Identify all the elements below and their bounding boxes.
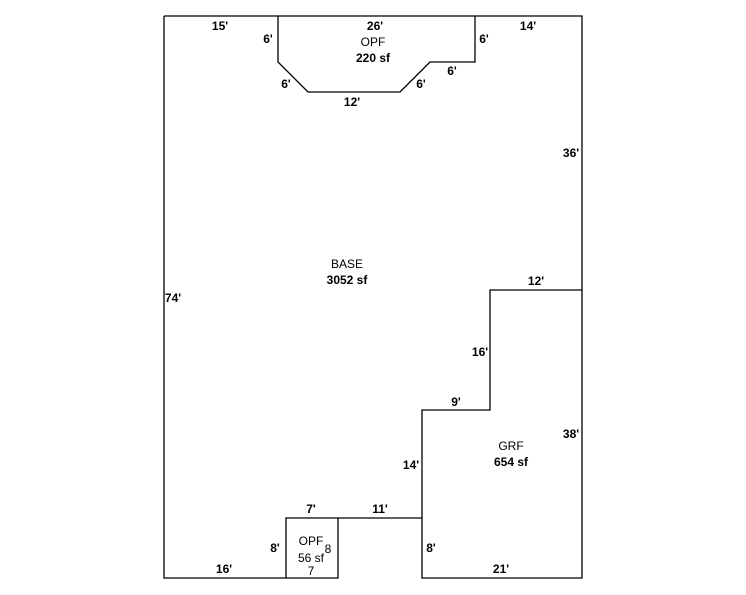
grf-area: 654 sf [494, 455, 529, 469]
opf-top-area: 220 sf [356, 51, 391, 65]
dimension-labels: 15' 26' 14' 6' 6' 6' 12' 6' 6' 36' 74' 1… [165, 19, 579, 576]
dim-grf-left-lower: 8' [426, 541, 436, 555]
dim-grf-top: 12' [528, 274, 544, 288]
dim-opf-bottom: 12' [344, 95, 360, 109]
opf-top-name: OPF [361, 35, 386, 49]
dim-opf-left: 6' [263, 32, 273, 46]
dim-right-upper: 36' [563, 146, 579, 160]
opf-small-side-bottom: 7 [308, 564, 315, 578]
dim-grf-step-horiz: 9' [451, 395, 461, 409]
dim-bottom-left: 16' [216, 562, 232, 576]
dim-top-opf: 26' [367, 19, 383, 33]
base-name: BASE [331, 257, 363, 271]
dim-grf-left-upper: 14' [403, 458, 419, 472]
dim-base-notch: 11' [372, 502, 388, 516]
opf-small-area: 56 sf [298, 551, 325, 565]
dim-grf-bottom: 21' [493, 562, 509, 576]
opf-small-name: OPF [299, 534, 324, 548]
dim-opf-step: 6' [447, 64, 457, 78]
base-outline [164, 15, 583, 579]
grf-name: GRF [498, 439, 523, 453]
dim-opf-right: 6' [479, 32, 489, 46]
dim-top-left: 15' [212, 19, 228, 33]
dim-grf-right: 38' [563, 427, 579, 441]
opf-small-side-right: 8 [325, 542, 332, 556]
dim-opf-diag-left: 6' [281, 77, 291, 91]
outline-lines [163, 15, 583, 579]
opf-top-outline [277, 16, 476, 93]
dim-opf-small-left: 8' [270, 541, 280, 555]
dim-top-right: 14' [520, 19, 536, 33]
base-left-bottom [163, 16, 286, 579]
dim-left: 74' [165, 291, 181, 305]
dim-opf-small-top: 7' [306, 502, 316, 516]
dim-grf-step-vert: 16' [472, 345, 488, 359]
dim-opf-diag-right: 6' [416, 77, 426, 91]
area-labels: OPF 220 sf BASE 3052 sf GRF 654 sf OPF 5… [298, 35, 529, 578]
base-area: 3052 sf [327, 273, 369, 287]
